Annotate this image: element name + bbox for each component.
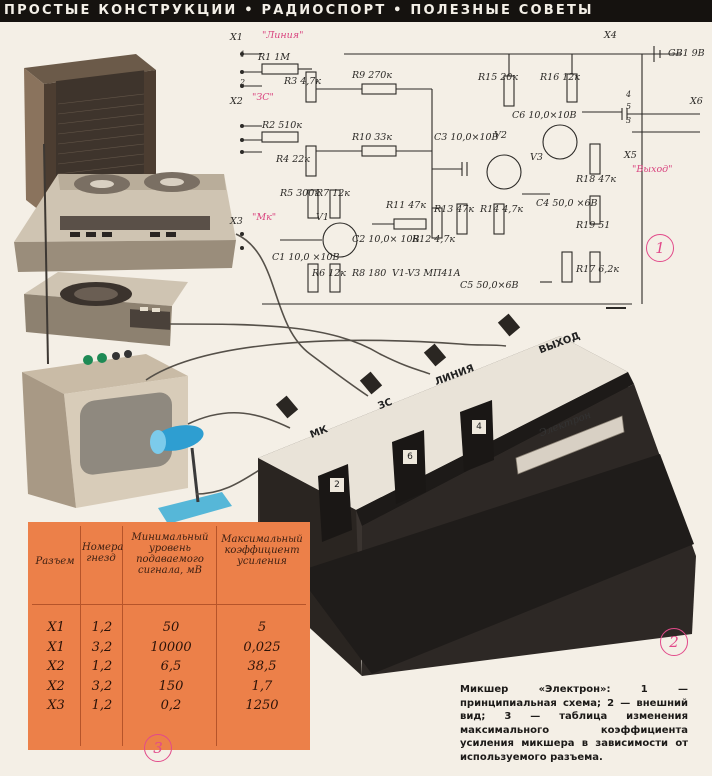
schematic-labels: X1 X2 X3 X4 X5 X6 "Линия" "ЗС" "Мк" "Вых… [222, 24, 712, 314]
figure-number-2: 2 [660, 628, 688, 656]
table-cell: X1 [47, 620, 65, 635]
comp-v2: V2 [494, 130, 507, 141]
table-cell: 0,2 [160, 698, 182, 713]
pin-3: 3 [626, 116, 632, 125]
antenna-icon [43, 143, 49, 365]
comp-gb1: GB1 9В [668, 48, 705, 59]
table-header: Минимальный уровень подаваемого сигнала,… [131, 532, 209, 576]
comp-c6: C6 10,0×10В [512, 110, 577, 121]
table-cell: 150 [158, 678, 184, 694]
table-cell: 3,2 [91, 678, 113, 694]
label-zs: "ЗС" [252, 92, 274, 103]
circuit-schematic [240, 46, 700, 309]
table-cell: 1,7 [251, 678, 273, 694]
figure-number-1: 1 [646, 234, 674, 262]
comp-c1: C1 10,0 ×10В [272, 252, 340, 263]
comp-r13: R13 47к [434, 204, 475, 215]
comp-v1: V1 [316, 212, 329, 223]
comp-c3: C3 10,0×10В [434, 132, 499, 143]
label-x5: X5 [624, 150, 637, 161]
tape-recorder-icon [14, 172, 236, 272]
comp-r6: R6 12к [312, 268, 346, 279]
comp-r4: R4 22к [276, 154, 310, 165]
comp-r5: R5 300к [280, 188, 321, 199]
comp-r11: R11 47к [386, 200, 427, 211]
comp-r18: R18 47к [576, 174, 617, 185]
table-cell: X3 [47, 698, 65, 713]
table-cell: 5 [257, 620, 267, 635]
label-line: "Линия" [262, 30, 304, 41]
comp-v3: V3 [530, 152, 543, 163]
cassette-recorder-icon [24, 272, 188, 346]
pin-5: 5 [626, 102, 632, 111]
comp-r10: R10 33к [352, 132, 393, 143]
table-cell: 38,5 [247, 659, 277, 674]
label-output: "Выход" [632, 164, 673, 175]
mixer-device [258, 336, 696, 676]
label-x1: X1 [230, 32, 243, 43]
table-cell: 1,2 [91, 620, 113, 635]
comp-r2: R2 510к [262, 120, 303, 131]
table-cell: 1,2 [91, 659, 113, 674]
knob-value-line: 4 [472, 420, 486, 434]
table-header: Разъем [35, 556, 75, 567]
knob-value-mk: 2 [330, 478, 344, 492]
comp-r15: R15 20к [478, 72, 519, 83]
figure-number-3: 3 [144, 734, 172, 762]
comp-c4: C4 50,0 ×6В [536, 198, 598, 209]
table-header-rule [32, 604, 306, 605]
tv-icon [22, 350, 188, 508]
comp-r17: R17 6,2к [576, 264, 620, 275]
comp-transistors: V1-V3 МП41А [392, 268, 461, 279]
table-cell: 0,025 [243, 639, 281, 655]
label-x2: X2 [230, 96, 243, 107]
comp-r8: R8 180 [352, 268, 387, 279]
label-mk: "Мк" [252, 212, 277, 223]
table-cell: 6,5 [160, 659, 182, 674]
pin-4: 4 [626, 90, 632, 99]
table-divider [216, 526, 217, 746]
table-cell: 10000 [150, 639, 192, 655]
cable-plugs [275, 313, 521, 419]
brand-plate [515, 415, 625, 475]
page-header: ПРОСТЫЕ КОНСТРУКЦИИ • РАДИОСПОРТ • ПОЛЕЗ… [0, 0, 712, 22]
table-cell: X1 [47, 639, 65, 655]
header-text: ПРОСТЫЕ КОНСТРУКЦИИ • РАДИОСПОРТ • ПОЛЕЗ… [4, 3, 594, 18]
table-cell: 3,2 [91, 639, 113, 655]
label-x4: X4 [604, 30, 617, 41]
gain-table: Разъем Номера гнезд Минимальный уровень … [28, 522, 310, 750]
table-divider [122, 526, 123, 746]
label-x6: X6 [690, 96, 703, 107]
comp-c5: C5 50,0×6В [460, 280, 519, 291]
comp-r12: R12 4,7к [412, 234, 456, 245]
comp-r19: R19 51 [576, 220, 611, 231]
table-divider [80, 526, 81, 746]
comp-r14: R14 4,7к [480, 204, 524, 215]
table-cell: 1250 [245, 698, 279, 713]
comp-r1: R1 1M [258, 52, 290, 63]
table-header: Максимальный коэффициент усиления [221, 534, 303, 567]
equipment-illustration [14, 54, 696, 676]
table-cell: X2 [47, 659, 65, 674]
table-cell: X2 [47, 678, 65, 694]
comp-r7: R7 12к [316, 188, 350, 199]
comp-r3: R3 4,7к [284, 76, 321, 87]
pin-1: 1 [240, 50, 246, 59]
figure-caption: Микшер «Электрон»: 1 — принципиальная сх… [460, 684, 688, 763]
pin-2: 2 [240, 78, 246, 87]
comp-r9: R9 270к [352, 70, 393, 81]
comp-r16: R16 12к [540, 72, 581, 83]
knob-value-zs: 6 [403, 450, 417, 464]
table-cell: 50 [162, 620, 180, 635]
table-cell: 1,2 [91, 698, 113, 713]
comp-c2: C2 10,0× 10В [352, 234, 420, 245]
label-x3: X3 [230, 216, 243, 227]
microphone-icon [150, 425, 232, 524]
slider-windows [318, 400, 494, 542]
table-header: Номера гнезд [82, 542, 124, 564]
cables [145, 233, 507, 495]
